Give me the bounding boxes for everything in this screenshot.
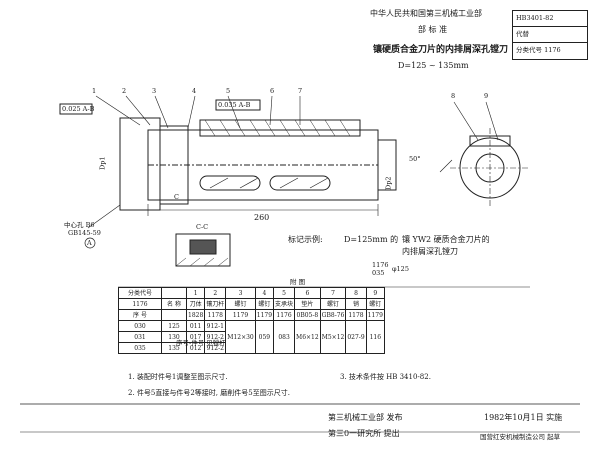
callout-6: 6 bbox=[270, 87, 275, 95]
center-hole-standard: GB145-59 bbox=[68, 229, 101, 237]
std-code-cell: 1179 bbox=[365, 309, 385, 321]
name-cell: 螺钉 bbox=[319, 298, 347, 310]
std-code-cell: GB8-76 bbox=[319, 309, 347, 321]
length-dimension: 260 bbox=[254, 213, 270, 222]
tool-tail bbox=[377, 139, 397, 191]
table-caption: 附 图 bbox=[290, 278, 306, 286]
callout-4: 4 bbox=[192, 87, 197, 95]
example-label: 标记示例: bbox=[288, 235, 323, 244]
section-c-c bbox=[175, 233, 231, 267]
std-code-cell: 1176 bbox=[273, 309, 296, 321]
std-code-cell: 1178 bbox=[204, 309, 227, 321]
tool-head bbox=[119, 117, 161, 211]
footer-date: 1982年10月1日 实施 bbox=[484, 413, 563, 422]
note-3: 3. 技术条件按 HB 3410-82. bbox=[340, 373, 431, 381]
footer-issuer: 第三机械工业部 发布 bbox=[328, 413, 403, 422]
tolerance-frame-a: 0.025 A-B bbox=[62, 105, 95, 113]
chip-slot-1 bbox=[199, 175, 261, 191]
example-desc-2: 内排屑深孔镗刀 bbox=[402, 247, 458, 256]
note-2: 2. 件号5直接与件号2等接时, 磨削件号5至图示尺寸. bbox=[128, 389, 290, 397]
diameter-label-1: Dp1 bbox=[98, 156, 107, 171]
callout-8: 8 bbox=[451, 92, 456, 100]
callout-7: 7 bbox=[298, 87, 303, 95]
col-3: 3 bbox=[225, 287, 256, 299]
col-1: 1 bbox=[185, 287, 206, 299]
table-unit-note: 序号-件号 见镗杆 bbox=[176, 339, 226, 347]
col-6: 6 bbox=[294, 287, 321, 299]
end-view-insert bbox=[469, 135, 511, 147]
name-cell: 螺钉 bbox=[254, 298, 275, 310]
view-c-label: C bbox=[174, 193, 179, 201]
standard-type: 部 标 准 bbox=[418, 25, 448, 34]
parts-table: 分类代号 1 2 3 4 5 6 7 8 9 1176 名 称 刀体 镶刀杆 螺… bbox=[118, 287, 385, 354]
name-cell: 销 bbox=[345, 298, 367, 310]
section-label: C-C bbox=[196, 223, 209, 231]
note-1: 1. 装配时件号1调整至图示尺寸. bbox=[128, 373, 228, 381]
footer-drafter: 第三0一研究所 提出 bbox=[328, 429, 400, 438]
standard-code: HB3401-82 bbox=[513, 11, 587, 27]
col-2: 2 bbox=[204, 287, 227, 299]
upper-wall bbox=[199, 119, 361, 137]
left-header-3: 序 号 bbox=[118, 309, 162, 321]
callout-9: 9 bbox=[484, 92, 489, 100]
name-cell: 螺钉 bbox=[225, 298, 256, 310]
name-cell: 支承块 bbox=[273, 298, 296, 310]
view-a-label: A bbox=[87, 239, 92, 247]
example-code-bottom: 035 bbox=[372, 269, 385, 277]
table-row: 030 125 011 912-1 M12×30 059 083 M6×12 M… bbox=[118, 320, 385, 354]
table-row: 035 135 012 912-2 bbox=[118, 342, 385, 354]
tolerance-frame-b: 0.035 A-B bbox=[218, 101, 251, 109]
col-8: 8 bbox=[345, 287, 367, 299]
callout-5: 5 bbox=[226, 87, 231, 95]
table-row: 031 130 017 912-2 bbox=[118, 331, 385, 343]
std-code-cell: 1179 bbox=[225, 309, 256, 321]
name-cell: 垫片 bbox=[294, 298, 321, 310]
std-code-cell: 1178 bbox=[345, 309, 367, 321]
callout-3: 3 bbox=[152, 87, 157, 95]
name-cell: 螺钉 bbox=[365, 298, 385, 310]
page-title: 镶硬质合金刀片的内排屑深孔镗刀 bbox=[373, 45, 509, 55]
left-header-2: 1176 bbox=[118, 298, 162, 310]
center-hole-label: 中心孔 B6 bbox=[64, 221, 95, 229]
angle-dimension: 50° bbox=[409, 155, 421, 163]
example-code-suffix: φ125 bbox=[392, 265, 409, 273]
classification-code: 分类代号 1176 bbox=[516, 46, 561, 54]
left-header-1: 分类代号 bbox=[118, 287, 162, 299]
diameter-label-2: Dp2 bbox=[384, 176, 393, 191]
chip-slot-2 bbox=[269, 175, 331, 191]
name-cell: 镶刀杆 bbox=[204, 298, 227, 310]
col-5: 5 bbox=[273, 287, 296, 299]
example-desc-1: 镶 YW2 硬质合金刀片的 bbox=[402, 235, 490, 244]
name-cell: 刀体 bbox=[185, 298, 206, 310]
cutter-seat bbox=[159, 125, 189, 205]
col-4: 4 bbox=[254, 287, 275, 299]
std-code-cell: 1828 bbox=[185, 309, 206, 321]
ministry-header: 中华人民共和国第三机械工业部 bbox=[370, 9, 482, 18]
example-code-top: 1176 bbox=[372, 261, 389, 269]
callout-1: 1 bbox=[92, 87, 97, 95]
std-code-cell: 1179 bbox=[254, 309, 275, 321]
standard-code-box: HB3401-82 代替 分类代号 1176 bbox=[512, 10, 588, 60]
page-subtitle: D=125 ~ 135mm bbox=[398, 61, 469, 70]
std-code-cell: 0B05-8 bbox=[294, 309, 321, 321]
replaces-label: 代替 bbox=[513, 27, 587, 43]
col-9: 9 bbox=[365, 287, 385, 299]
left-header-4: 名 称 bbox=[161, 298, 187, 310]
example-value: D=125mm 的 bbox=[344, 235, 399, 244]
col-7: 7 bbox=[319, 287, 347, 299]
footer-publisher: 国营红安机械制造公司 起草 bbox=[480, 433, 561, 441]
callout-2: 2 bbox=[122, 87, 127, 95]
